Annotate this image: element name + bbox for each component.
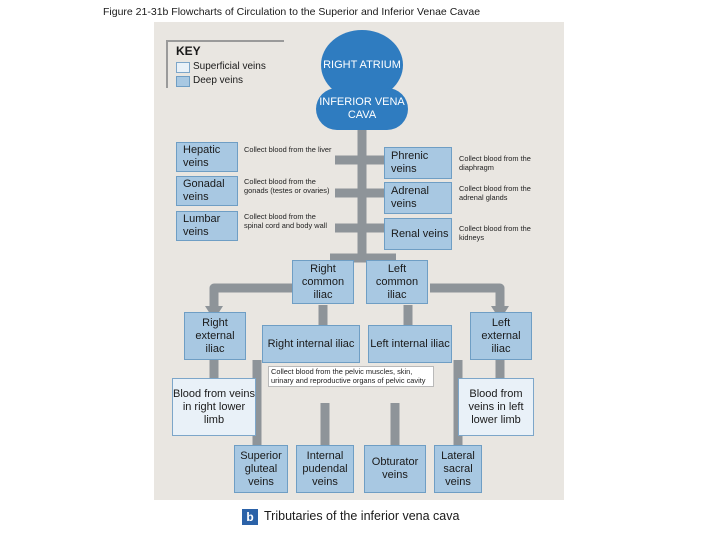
key-title: KEY [176, 44, 201, 58]
caption-badge: b [242, 509, 258, 525]
right-lower-limb-node: Blood from veins in right lower limb [172, 378, 256, 436]
lumbar-note: Collect blood from the spinal cord and b… [244, 212, 327, 230]
lateral-sacral-veins-node: Lateral sacral veins [434, 445, 482, 493]
right-external-iliac-node: Right external iliac [184, 312, 246, 360]
hepatic-veins-node: Hepatic veins [176, 142, 238, 172]
superior-gluteal-veins-node: Superior gluteal veins [234, 445, 288, 493]
right-common-iliac-node: Right common iliac [292, 260, 354, 304]
caption-text: Tributaries of the inferior vena cava [264, 509, 460, 523]
left-common-iliac-node: Left common iliac [366, 260, 428, 304]
renal-veins-node: Renal veins [384, 218, 452, 250]
gonadal-veins-node: Gonadal veins [176, 176, 238, 206]
left-lower-limb-node: Blood from veins in left lower limb [458, 378, 534, 436]
left-external-iliac-node: Left external iliac [470, 312, 532, 360]
figure-title: Figure 21-31b Flowcharts of Circulation … [103, 6, 481, 18]
left-internal-iliac-node: Left internal iliac [368, 325, 452, 363]
phrenic-veins-node: Phrenic veins [384, 147, 452, 179]
adrenal-note: Collect blood from the adrenal glands [459, 184, 531, 202]
hepatic-note: Collect blood from the liver [244, 145, 332, 154]
right-internal-iliac-node: Right internal iliac [262, 325, 360, 363]
renal-note: Collect blood from the kidneys [459, 224, 531, 242]
lumbar-veins-node: Lumbar veins [176, 211, 238, 241]
key-superficial-label: Superficial veins [193, 61, 266, 72]
pelvic-note: Collect blood from the pelvic muscles, s… [268, 366, 434, 388]
key-deep-swatch [176, 76, 190, 87]
internal-pudendal-veins-node: Internal pudendal veins [296, 445, 354, 493]
inferior-vena-cava-node: INFERIOR VENA CAVA [316, 88, 408, 130]
key-frame [166, 40, 284, 88]
gonadal-note: Collect blood from the gonads (testes or… [244, 177, 330, 195]
obturator-veins-node: Obturator veins [364, 445, 426, 493]
key-deep-label: Deep veins [193, 75, 244, 86]
adrenal-veins-node: Adrenal veins [384, 182, 452, 214]
phrenic-note: Collect blood from the diaphragm [459, 154, 531, 172]
key-superficial-swatch [176, 62, 190, 73]
